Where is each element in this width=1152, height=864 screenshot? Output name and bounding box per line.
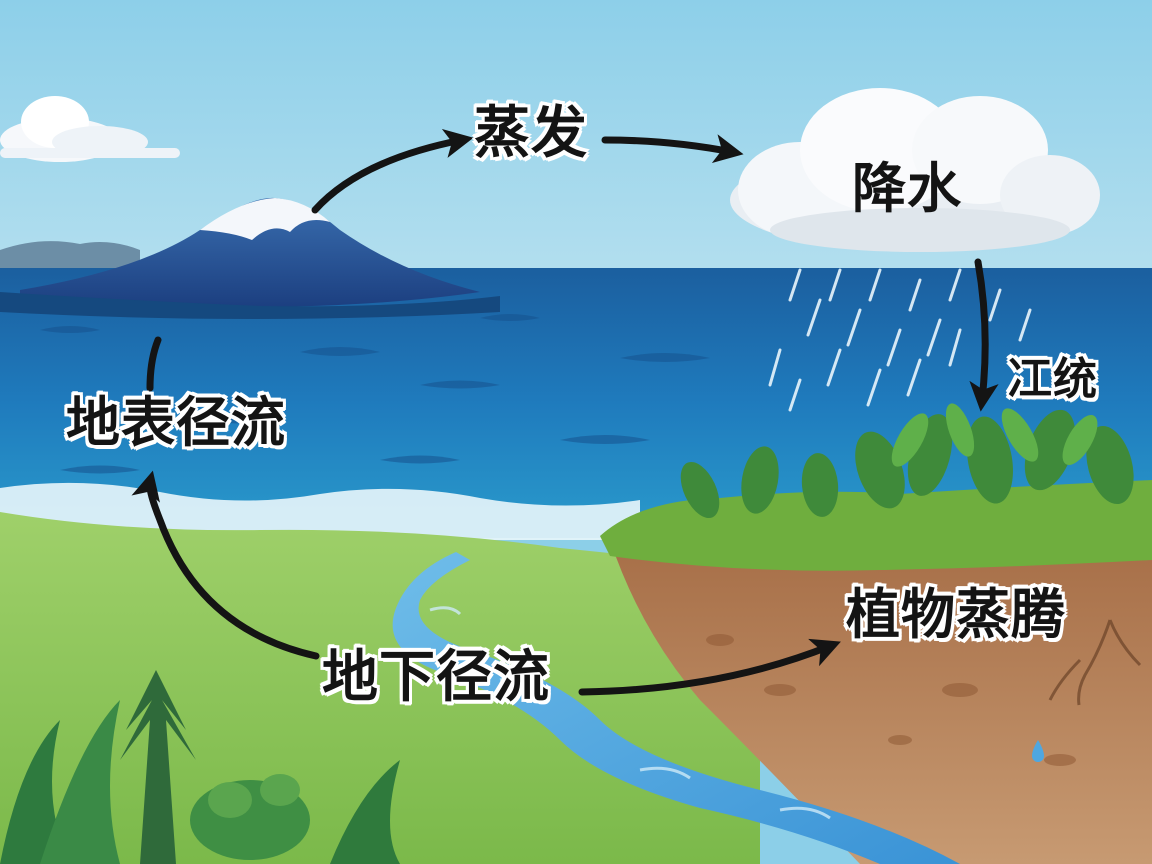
soil-specks bbox=[706, 634, 1076, 766]
label-groundwater-runoff: 地下径流 bbox=[322, 645, 550, 710]
arrow-surface-to-mountain bbox=[146, 336, 162, 392]
cycle-arrows bbox=[131, 128, 999, 696]
label-transpiration: 植物蒸腾 bbox=[846, 583, 1066, 646]
arrow-mountain-to-evaporation bbox=[311, 128, 474, 214]
snowy-mountain bbox=[0, 197, 500, 319]
arrow-evaporation-to-cloud bbox=[601, 134, 744, 164]
distant-hills bbox=[0, 241, 140, 272]
arrow-groundwater-to-surface bbox=[131, 470, 320, 660]
grassland bbox=[0, 512, 760, 864]
label-surface-runoff: 地表径流 bbox=[66, 391, 286, 454]
foreground-plants bbox=[0, 670, 400, 864]
ocean-waves bbox=[40, 314, 710, 474]
cliff-grass bbox=[600, 480, 1152, 571]
label-precipitation: 降水 bbox=[852, 157, 962, 220]
label-infiltration: 冮统 bbox=[1008, 354, 1098, 405]
rain-cloud bbox=[730, 88, 1100, 252]
plants bbox=[680, 409, 1134, 519]
arrow-groundwater-to-transpiration bbox=[578, 638, 841, 696]
label-evaporation: 蒸发 bbox=[474, 101, 588, 166]
soil-water-drop bbox=[1032, 740, 1044, 762]
rain-drops bbox=[768, 268, 1032, 412]
soil-cliff bbox=[610, 524, 1152, 864]
roots bbox=[1048, 619, 1142, 706]
river-ripples bbox=[429, 606, 831, 820]
small-cloud bbox=[0, 96, 180, 162]
arrow-cloud-to-infiltration bbox=[969, 258, 999, 412]
plant-highlights bbox=[891, 403, 1098, 467]
